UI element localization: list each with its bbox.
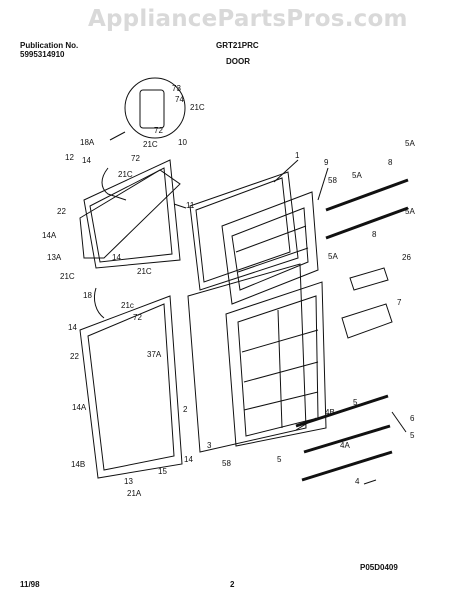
callout-21c-d: 21C: [137, 267, 152, 276]
watermark: AppliancePartsPros.com: [88, 6, 408, 32]
callout-13a: 13A: [47, 253, 62, 262]
door-bar-4: [301, 450, 393, 482]
freezer-door-gasket-left: [79, 169, 181, 259]
callout-9: 9: [324, 158, 329, 167]
callout-74: 74: [175, 95, 184, 104]
callout-72-c: 72: [133, 313, 142, 322]
section-title: DOOR: [226, 57, 250, 66]
callout-18: 18: [83, 291, 92, 300]
inset-hinge-part: [139, 89, 165, 129]
callout-5a-d: 5A: [328, 252, 338, 261]
model-number: GRT21PRC: [216, 41, 259, 50]
shelf-bar-8-upper: [325, 178, 409, 212]
callout-5-a: 5: [353, 398, 358, 407]
callout-5a-b: 5A: [352, 171, 362, 180]
callout-22-a: 22: [57, 207, 66, 216]
callout-14-c: 14: [68, 323, 77, 332]
callout-73: 73: [172, 84, 181, 93]
callout-21c-c: 21C: [118, 170, 133, 179]
callout-14-b: 14: [112, 253, 121, 262]
callout-18a: 18A: [80, 138, 95, 147]
publication-label: Publication No.: [20, 41, 79, 50]
callout-21c-a: 21C: [190, 103, 205, 112]
callout-21c-b: 21C: [143, 140, 158, 149]
callout-5a-a: 5A: [405, 139, 415, 148]
callout-58-a: 58: [328, 176, 337, 185]
callout-3: 3: [207, 441, 212, 450]
publication-number: 5995314910: [20, 50, 65, 59]
callout-22-b: 22: [70, 352, 79, 361]
callout-2: 2: [183, 405, 188, 414]
callout-11: 11: [186, 201, 195, 210]
door-bar-4a: [303, 424, 391, 454]
callout-14b: 14B: [71, 460, 85, 469]
print-date: 11/98: [20, 580, 40, 589]
callout-4: 4: [355, 477, 360, 486]
callout-4b: 4B: [325, 408, 335, 417]
callout-21c-e: 21C: [60, 272, 75, 281]
callout-26: 26: [402, 253, 411, 262]
drawing-code: P05D0409: [360, 563, 398, 572]
callout-14-d: 14: [184, 455, 193, 464]
callout-10: 10: [178, 138, 187, 147]
callout-21a: 21A: [127, 489, 142, 498]
callout-6: 6: [410, 414, 415, 423]
callout-12: 12: [65, 153, 74, 162]
callout-8-b: 8: [372, 230, 377, 239]
hinge-arm-18: [93, 287, 105, 319]
callout-37a: 37A: [147, 350, 162, 359]
callout-5-b: 5: [410, 431, 415, 440]
callout-72-a: 72: [154, 126, 163, 135]
callout-21c-f: 21c: [121, 301, 134, 310]
callout-5a-c: 5A: [405, 207, 415, 216]
callout-14-a: 14: [82, 156, 91, 165]
door-bin-7: [341, 303, 393, 339]
callout-4a: 4A: [340, 441, 350, 450]
callout-58-b: 58: [222, 459, 231, 468]
callout-7: 7: [397, 298, 402, 307]
callout-72-b: 72: [131, 154, 140, 163]
freezer-door-panel: [83, 159, 181, 269]
dairy-bin-26: [349, 267, 389, 291]
callout-15: 15: [158, 467, 167, 476]
callout-13: 13: [124, 477, 133, 486]
callout-8-a: 8: [388, 158, 393, 167]
page-number: 2: [230, 580, 235, 589]
hinge-arm-18a: [101, 167, 127, 201]
freezer-door-liner: [221, 191, 319, 305]
freezer-gasket: [189, 171, 299, 291]
callout-5-c: 5: [277, 455, 282, 464]
callout-14a-b: 14A: [72, 403, 87, 412]
fresh-food-gasket: [187, 263, 307, 453]
fresh-food-door-liner: [225, 281, 327, 447]
fresh-food-door-panel: [79, 295, 183, 479]
detail-inset-circle: [124, 77, 186, 139]
shelf-bar-8-lower: [325, 206, 409, 240]
callout-1: 1: [295, 151, 300, 160]
callout-14a-a: 14A: [42, 231, 57, 240]
